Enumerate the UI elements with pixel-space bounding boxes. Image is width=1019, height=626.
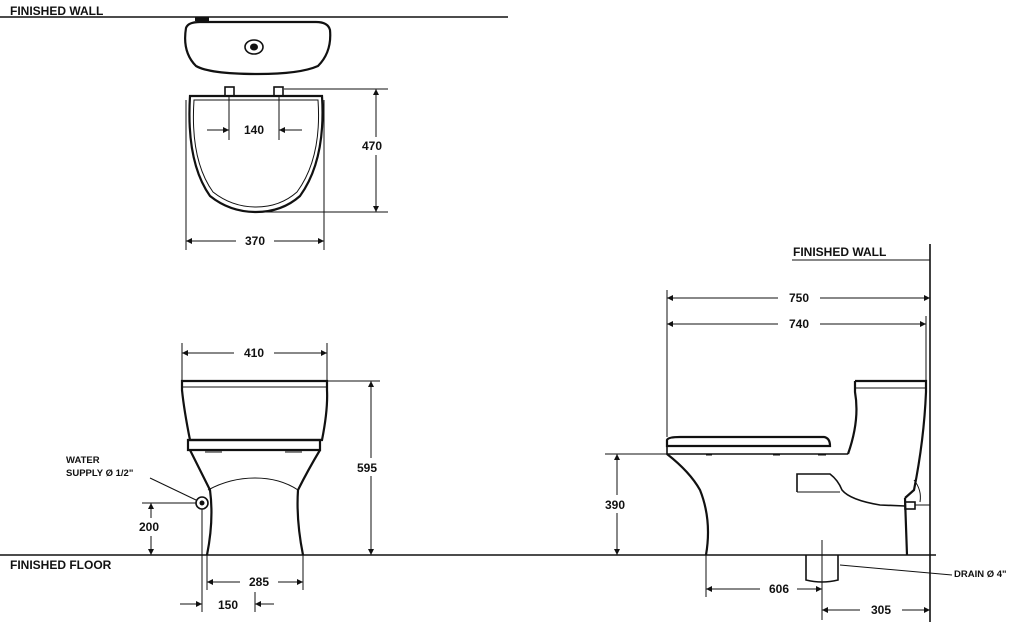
- dim-595: 595: [357, 461, 377, 475]
- arrow-390-top: [614, 454, 620, 460]
- dim-410: 410: [244, 346, 264, 360]
- arrow-305-left: [822, 607, 828, 613]
- dim-370: 370: [245, 234, 265, 248]
- wall-connector: [195, 17, 209, 21]
- seat-inner-outline: [192, 99, 320, 208]
- side-view: FINISHED WALL DRAIN Ø 4" 750: [605, 244, 1007, 622]
- arrow-150-right: [255, 601, 261, 607]
- tank-top-outline: [184, 20, 332, 76]
- arrow-285-right: [297, 579, 303, 585]
- water-supply-label-2: SUPPLY Ø 1/2": [66, 468, 133, 479]
- finished-wall-label-top: FINISHED WALL: [10, 4, 103, 18]
- arrow-200-bottom: [148, 549, 154, 555]
- seat-top-outline: [188, 94, 324, 214]
- bowl-front-body: [207, 477, 299, 491]
- arrow-740-left: [667, 321, 673, 327]
- arrow-140-left: [223, 127, 229, 133]
- drain-label: DRAIN Ø 4": [954, 569, 1007, 580]
- dim-390: 390: [605, 498, 625, 512]
- arrow-410-left: [182, 350, 188, 356]
- water-supply-label-1: WATER: [66, 455, 100, 466]
- bowl-side-outline: [666, 453, 909, 556]
- hinge-left: [224, 86, 235, 97]
- dim-740: 740: [789, 317, 809, 331]
- arrow-740-right: [920, 321, 926, 327]
- tank-front-outline: [180, 379, 329, 442]
- arrow-595-top: [368, 381, 374, 387]
- hinge-right: [273, 86, 284, 97]
- drain-leader: [839, 564, 953, 576]
- flush-button-inner: [250, 43, 258, 51]
- dim-285: 285: [249, 575, 269, 589]
- dim-140: 140: [244, 123, 264, 137]
- top-view: FINISHED WALL 140 470 370: [0, 4, 508, 250]
- dim-305: 305: [871, 603, 891, 617]
- dim-150: 150: [218, 598, 238, 612]
- arrow-305-right: [924, 607, 930, 613]
- flush-button: [244, 39, 264, 55]
- finished-floor-label: FINISHED FLOOR: [10, 558, 112, 572]
- water-supply-valve-inner: [199, 500, 205, 506]
- arrow-140-right: [279, 127, 285, 133]
- arrow-606-right: [816, 586, 822, 592]
- seat-side-outline: [665, 435, 832, 448]
- water-supply-side: [904, 501, 916, 510]
- arrow-370-left: [186, 238, 192, 244]
- front-view: WATER SUPPLY Ø 1/2" 410 595 200 285: [66, 343, 380, 612]
- arrow-470-top: [373, 89, 379, 95]
- arrow-390-bottom: [614, 549, 620, 555]
- arrow-750-right: [924, 295, 930, 301]
- water-supply-leader: [149, 477, 197, 501]
- arrow-750-left: [667, 295, 673, 301]
- arrow-150-left: [196, 601, 202, 607]
- arrow-200-top: [148, 503, 154, 509]
- arrow-285-left: [207, 579, 213, 585]
- dim-750: 750: [789, 291, 809, 305]
- trapway-side: [796, 473, 906, 507]
- arrow-606-left: [706, 586, 712, 592]
- arrow-370-right: [318, 238, 324, 244]
- bowl-front-outline: [189, 449, 321, 556]
- dim-200: 200: [139, 520, 159, 534]
- arrow-410-right: [321, 350, 327, 356]
- seat-ring-side: [666, 446, 848, 455]
- arrow-470-bottom: [373, 206, 379, 212]
- seat-front-outline: [186, 438, 322, 452]
- dim-606: 606: [769, 582, 789, 596]
- water-supply-side-hose: [913, 479, 921, 503]
- arrow-595-bottom: [368, 549, 374, 555]
- finished-wall-label-right: FINISHED WALL: [793, 245, 886, 259]
- dim-470: 470: [362, 139, 382, 153]
- tank-side-outline: [846, 379, 928, 499]
